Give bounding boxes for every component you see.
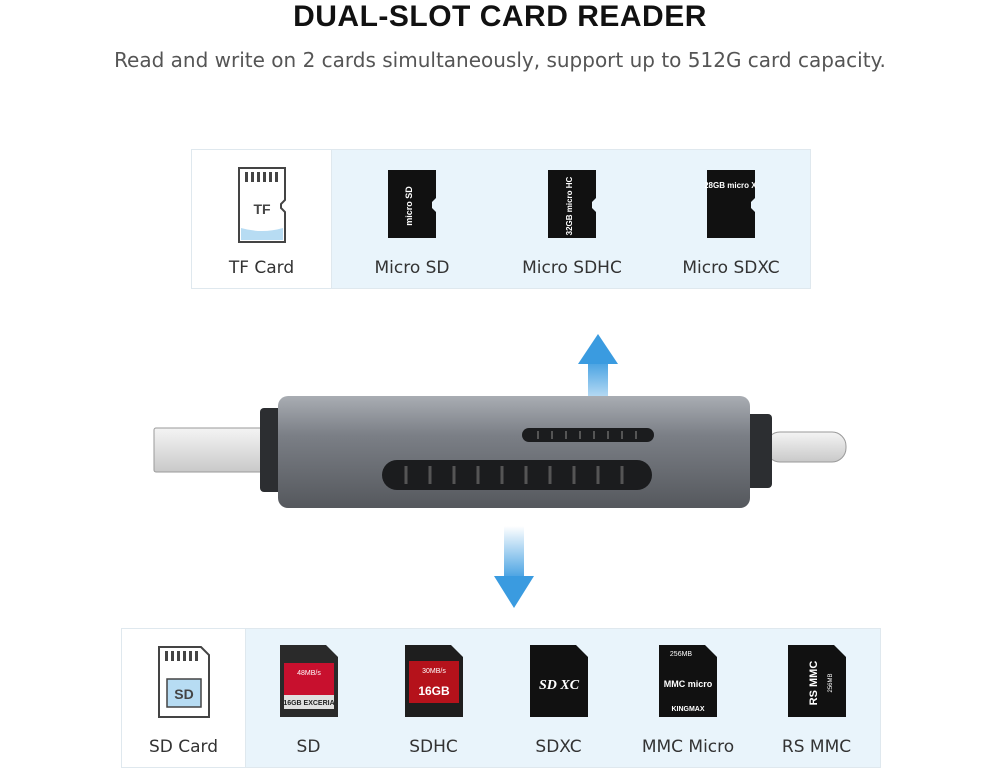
tf-card-cell: TF TF Card — [192, 150, 332, 288]
sdhc-label: SDHC — [409, 737, 458, 757]
rs-mmc-card-text: RS MMC — [808, 661, 820, 706]
down-arrow-icon — [494, 526, 534, 608]
sd-card-label: SD Card — [148, 737, 219, 757]
sdxc-card-image: SD XC — [529, 645, 588, 717]
sdhc-cell: 30MB/s 16GB SDHC — [371, 629, 496, 767]
mmc-micro-card-bottom-text: KINGMAX — [671, 706, 704, 713]
micro-sdhc-card-image: 32GB micro HC — [548, 170, 596, 238]
micro-sdxc-cell: 128GB micro XC Micro SDXC — [652, 150, 810, 288]
sd-icon-text: SD — [174, 686, 193, 702]
micro-sd-card-text: micro SD — [404, 186, 414, 226]
micro-sdhc-label: Micro SDHC — [522, 258, 622, 278]
right-end-cap — [744, 414, 772, 488]
sdhc-card-top-text: 30MB/s — [422, 668, 446, 675]
sdhc-card-image: 30MB/s 16GB — [404, 645, 463, 717]
rs-mmc-card-image: RS MMC 256MB — [787, 645, 846, 717]
micro-sd-label: Micro SD — [374, 258, 450, 278]
mmc-micro-card-top-text: 256MB — [670, 651, 693, 658]
mmc-micro-card-text: MMC micro — [664, 679, 713, 689]
rs-mmc-card-top-text: 256MB — [828, 673, 834, 692]
sd-card-top-text: 48MB/s — [297, 670, 321, 677]
micro-sd-cell: micro SD Micro SD — [332, 150, 492, 288]
sdxc-cell: SD XC SDXC — [496, 629, 621, 767]
sd-slot — [382, 460, 652, 490]
microsd-slot — [522, 428, 654, 442]
sd-card-panel: SD SD Card 48MB/s 16GB EXCERIA SD 30MB/s… — [121, 628, 881, 768]
tf-card-icon: TF — [237, 167, 286, 243]
mmc-micro-cell: 256MB MMC micro KINGMAX MMC Micro — [621, 629, 755, 767]
sdhc-card-text: 16GB — [418, 684, 450, 698]
sd-card-image: 48MB/s 16GB EXCERIA — [279, 645, 338, 717]
micro-sd-card-image: micro SD — [388, 170, 436, 238]
rs-mmc-cell: RS MMC 256MB RS MMC — [755, 629, 878, 767]
page-title: DUAL-SLOT CARD READER — [293, 0, 707, 33]
usb-c-connector — [765, 431, 847, 463]
sd-label: SD — [296, 737, 321, 757]
tf-card-panel: TF TF Card micro SD Micro SD 32GB micro … — [191, 149, 811, 289]
micro-sdhc-card-text: 32GB micro HC — [565, 176, 574, 235]
reader-body — [278, 396, 750, 508]
left-end-cap — [260, 408, 282, 492]
sdxc-card-text: SD XC — [538, 678, 579, 693]
mmc-micro-card-image: 256MB MMC micro KINGMAX — [659, 645, 717, 717]
mmc-micro-label: MMC Micro — [641, 737, 735, 757]
sd-cell: 48MB/s 16GB EXCERIA SD — [246, 629, 371, 767]
micro-sdxc-card-text: 128GB micro XC — [705, 181, 757, 190]
tf-card-label: TF Card — [228, 258, 295, 278]
usb-a-connector — [153, 427, 265, 473]
sd-card-icon: SD — [157, 646, 210, 718]
micro-sdxc-label: Micro SDXC — [682, 258, 780, 278]
sd-card-cell: SD SD Card — [122, 629, 246, 767]
tf-icon-text: TF — [253, 201, 271, 217]
page-subtitle: Read and write on 2 cards simultaneously… — [114, 48, 886, 72]
micro-sdhc-cell: 32GB micro HC Micro SDHC — [492, 150, 652, 288]
rs-mmc-label: RS MMC — [781, 737, 852, 757]
sdxc-label: SDXC — [535, 737, 582, 757]
sd-card-text: 16GB EXCERIA — [283, 700, 334, 707]
card-reader-illustration — [153, 334, 847, 608]
micro-sdxc-card-image: 128GB micro XC — [705, 170, 757, 238]
